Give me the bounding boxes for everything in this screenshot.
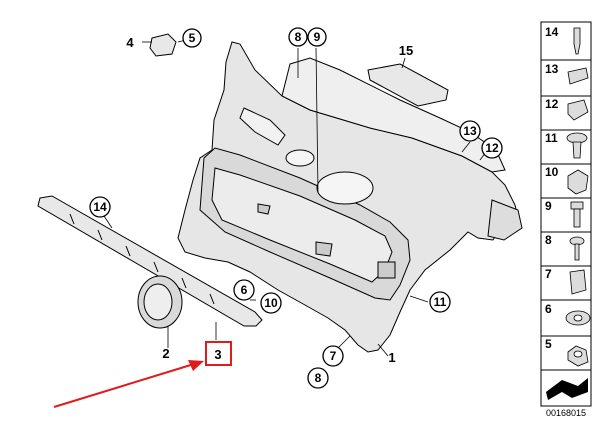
expansion-nut-icon (569, 269, 587, 295)
callout-6: 6 (233, 279, 255, 301)
door-trim-panel (177, 41, 523, 353)
callout-15: 15 (399, 43, 413, 58)
rivet-clip-icon (566, 132, 588, 159)
callout-7-label: 7 (330, 349, 337, 363)
callout-4: 4 (126, 35, 134, 50)
part-2-speaker-grille (137, 275, 183, 329)
callout-10: 10 (260, 292, 282, 314)
callout-8-bottom: 8 (307, 367, 329, 389)
highlight-box (205, 341, 232, 366)
part-5-cap (149, 33, 177, 57)
callout-2: 2 (162, 346, 169, 361)
callout-9: 9 (307, 27, 327, 47)
callout-14: 14 (89, 196, 111, 218)
hex-nut-icon (567, 345, 589, 367)
red-arrow-icon (53, 360, 204, 408)
grommet-icon (565, 310, 591, 326)
callout-12: 12 (481, 137, 503, 159)
callout-5-label: 5 (189, 31, 196, 45)
square-clip-icon (567, 99, 589, 121)
callout-6-label: 6 (241, 283, 248, 297)
callout-1: 1 (388, 350, 395, 365)
part-14-trim-strip (37, 195, 263, 327)
callout-10-label: 10 (264, 296, 278, 310)
legend-label-6: 6 (545, 302, 552, 316)
callout-8-top-label: 8 (295, 30, 302, 44)
callout-7: 7 (322, 345, 344, 367)
legend-label-13: 13 (545, 62, 559, 76)
legend-label-5: 5 (545, 337, 552, 351)
callout-11-label: 11 (434, 295, 447, 309)
legend-label-7: 7 (545, 267, 552, 281)
legend-label-10: 10 (545, 165, 559, 179)
legend-labels: 14 13 12 11 10 9 8 7 6 5 (545, 25, 559, 351)
legend-label-11: 11 (545, 131, 558, 145)
callout-8-top: 8 (288, 27, 308, 47)
callout-8-bottom-label: 8 (315, 371, 322, 385)
callouts: 4 5 8 9 15 13 12 14 6 (89, 27, 503, 389)
callout-13: 13 (459, 120, 481, 142)
callout-9-label: 9 (314, 30, 321, 44)
callout-14-label: 14 (93, 200, 107, 214)
callout-11: 11 (429, 291, 451, 313)
legend-icons (546, 27, 591, 400)
flow-arrow-icon (546, 378, 588, 400)
callout-13-label: 13 (463, 124, 477, 138)
legend-label-12: 12 (545, 97, 559, 111)
legend-label-14: 14 (545, 25, 559, 39)
callout-5: 5 (182, 28, 202, 48)
callout-12-label: 12 (485, 141, 499, 155)
screw-icon (569, 236, 585, 261)
nut-clip-icon (567, 169, 589, 195)
callout-3: 3 (214, 347, 221, 362)
document-number: 00168015 (546, 408, 586, 418)
part-15-strip (367, 63, 449, 107)
legend-label-9: 9 (545, 199, 552, 213)
clip-icon (567, 67, 589, 85)
bolt-icon (570, 201, 584, 228)
legend-label-8: 8 (545, 233, 552, 247)
push-pin-icon (573, 27, 581, 55)
